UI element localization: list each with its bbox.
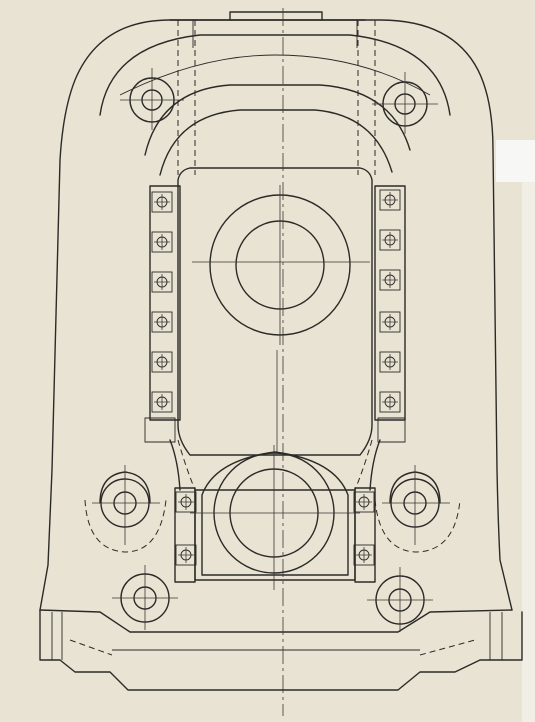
top-left-bolt: [120, 68, 184, 130]
lower-block-bolts: [175, 491, 375, 566]
left-liner-bolts: [151, 191, 173, 413]
liner-bolt-icon: [151, 391, 173, 413]
liner-bolt-icon: [151, 191, 173, 213]
block-bolt-icon: [175, 544, 197, 566]
bottom-left-bolt: [112, 565, 178, 630]
neck-outline: [169, 350, 381, 491]
right-liner-bolts: [379, 189, 401, 413]
left-liner: [144, 185, 181, 443]
frame-base: [39, 609, 523, 691]
liner-bolt-icon: [379, 391, 401, 413]
liner-bolt-icon: [379, 351, 401, 373]
liner-bolt-icon: [379, 311, 401, 333]
liner-bolt-icon: [151, 231, 173, 253]
left-lug: [84, 465, 167, 553]
liner-bolt-icon: [379, 269, 401, 291]
right-liner: [374, 185, 406, 443]
liner-bolt-icon: [379, 229, 401, 251]
block-bolt-icon: [175, 491, 197, 513]
liner-bolt-icon: [151, 351, 173, 373]
block-bolt-icon: [353, 544, 375, 566]
liner-bolt-icon: [151, 271, 173, 293]
block-bolt-icon: [353, 491, 375, 513]
upper-window: [177, 167, 373, 456]
top-right-bolt: [372, 72, 438, 134]
frame-outer-outline: [39, 11, 513, 611]
liner-bolt-icon: [379, 189, 401, 211]
liner-bolt-icon: [151, 311, 173, 333]
paper-margin-right: [522, 182, 535, 722]
top-arch-group: [99, 34, 451, 176]
paper-margin-top: [496, 140, 535, 182]
lower-bearing-block: [174, 451, 376, 583]
vertical-rods: [177, 20, 376, 175]
right-lug: [374, 465, 461, 553]
lower-bearing: [190, 445, 360, 590]
bottom-right-bolt: [367, 567, 433, 632]
upper-bearing: [192, 185, 370, 345]
